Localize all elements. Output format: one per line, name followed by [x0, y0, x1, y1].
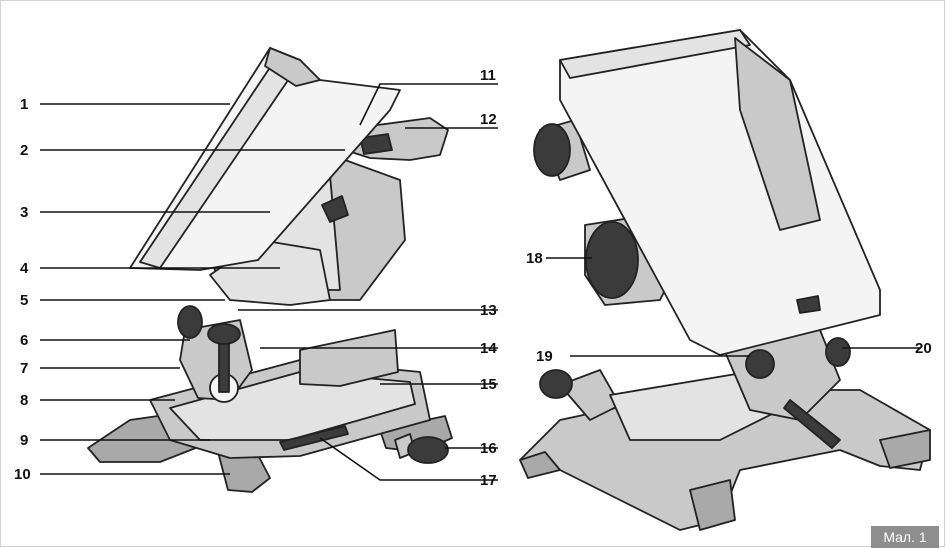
leader-lines	[40, 83, 920, 481]
leader-11	[359, 83, 498, 126]
rear-riving-knife-guard	[734, 37, 821, 231]
callout-4: 4	[20, 260, 29, 277]
rear-front-foot	[689, 479, 736, 531]
callout-14: 14	[480, 340, 497, 357]
rear-upper-knob	[533, 123, 571, 177]
callout-9: 9	[20, 432, 28, 449]
callout-15: 15	[480, 376, 497, 393]
callout-6: 6	[20, 332, 28, 349]
callout-7: 7	[20, 360, 28, 377]
rear-pivot-bolt	[745, 349, 775, 379]
trigger-switch	[359, 133, 393, 155]
miter-scale	[279, 425, 349, 451]
callout-12: 12	[480, 111, 497, 128]
rear-left-foot	[519, 451, 561, 479]
miter-lock-knob	[407, 436, 449, 464]
threaded-rod	[218, 339, 230, 393]
callout-11: 11	[480, 67, 496, 84]
table-slot	[796, 295, 821, 314]
callout-1: 1	[20, 96, 28, 113]
bevel-lock-knob	[177, 305, 203, 339]
callout-19: 19	[536, 348, 553, 365]
rear-clamp-knob	[539, 369, 573, 399]
rear-table-front-edge	[559, 29, 751, 79]
callout-10: 10	[14, 466, 31, 483]
callout-17: 17	[480, 472, 497, 489]
rear-lock-lever	[783, 399, 841, 449]
callout-18: 18	[526, 250, 543, 267]
left-saw-illustration	[87, 47, 453, 493]
dust-port	[321, 195, 349, 223]
left-fence	[299, 329, 399, 387]
rear-upper-table	[559, 29, 881, 356]
callout-13: 13	[480, 302, 497, 319]
callout-8: 8	[20, 392, 28, 409]
rear-right-foot	[879, 429, 931, 469]
callout-2: 2	[20, 142, 28, 159]
right-saw-illustration	[519, 29, 931, 531]
motor-cover-grille	[585, 221, 639, 299]
table-top-knob	[207, 323, 241, 345]
figure-caption: Мал. 1	[871, 526, 939, 548]
callout-20: 20	[915, 340, 932, 357]
callout-5: 5	[20, 292, 28, 309]
upper-table-corner	[264, 47, 321, 87]
rear-bevel-knob	[825, 337, 851, 367]
callout-3: 3	[20, 204, 28, 221]
callout-16: 16	[480, 440, 497, 457]
leader-17	[319, 437, 498, 481]
callout-labels: 1 2 3 4 5 6 7 8 9 10 11 12 13 14 15 16 1…	[14, 67, 932, 489]
